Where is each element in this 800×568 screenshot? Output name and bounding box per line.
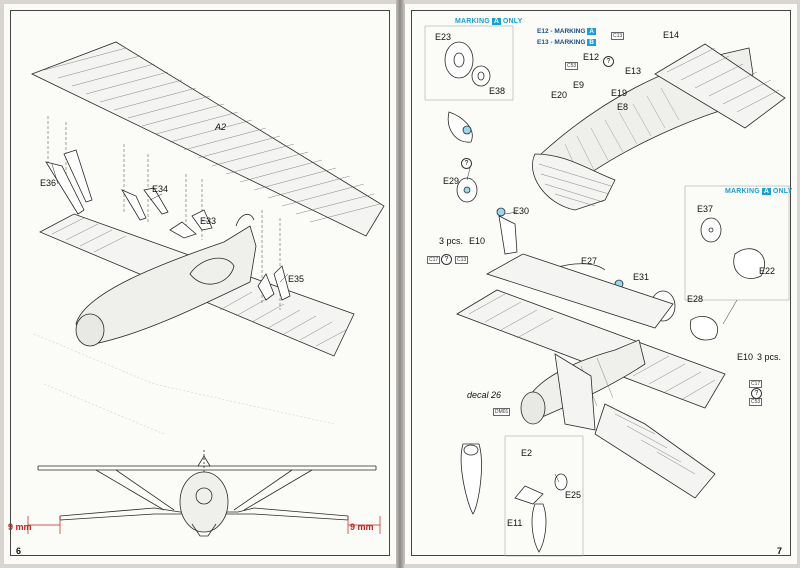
- label-e28: E28: [687, 294, 704, 304]
- question-mark-icon: ?: [461, 158, 472, 169]
- label-e9: E9: [573, 80, 585, 90]
- label-e36: E36: [40, 178, 57, 188]
- page-number: 7: [777, 546, 783, 556]
- label-e23: E23: [435, 32, 452, 42]
- question-mark-icon: ?: [441, 254, 452, 265]
- label-e19: E19: [611, 88, 628, 98]
- label-e10-left: E10: [469, 236, 486, 246]
- label-e29: E29: [443, 176, 460, 186]
- question-mark-icon: ?: [603, 56, 614, 67]
- ref-tag: DM01: [493, 408, 511, 416]
- ref-tag: C53: [749, 398, 763, 406]
- label-e10-right: E10: [737, 352, 754, 362]
- label-3pcs-left: 3 pcs.: [439, 236, 464, 246]
- ref-tag: C17: [749, 380, 763, 388]
- label-e31: E31: [633, 272, 650, 282]
- label-e22: E22: [759, 266, 776, 276]
- right-assembly-drawing: [424, 25, 790, 557]
- label-e2: E2: [521, 448, 533, 458]
- label-e12: E12: [583, 52, 600, 62]
- dimension-right: 9 mm: [350, 522, 374, 532]
- label-3pcs-right: 3 pcs.: [757, 352, 782, 362]
- label-e20: E20: [551, 90, 568, 100]
- dimension-left: 9 mm: [8, 522, 32, 532]
- ref-tag: C13: [611, 32, 625, 40]
- label-e13: E13: [625, 66, 642, 76]
- label-e30: E30: [513, 206, 530, 216]
- marking-list-item-e13: E13 - MARKING B: [537, 39, 596, 46]
- left-assembly-drawing: [27, 41, 385, 537]
- ref-tag: C53: [565, 62, 579, 70]
- label-e8: E8: [617, 102, 629, 112]
- left-page: A2 E36 E34 E33 E35 9 mm 9 mm 6: [4, 4, 397, 564]
- binding-gutter: [396, 0, 404, 568]
- label-e33: E33: [200, 216, 217, 226]
- ref-tag: C13: [455, 256, 469, 264]
- label-decal-26: decal 26: [467, 390, 502, 400]
- page-frame: [411, 10, 791, 556]
- question-mark-icon: ?: [751, 388, 762, 399]
- marking-a-only-badge: MARKING A ONLY: [455, 18, 523, 25]
- label-e37: E37: [697, 204, 714, 214]
- marking-list-item-e12: E12 - MARKING A: [537, 28, 596, 35]
- label-e35: E35: [288, 274, 305, 284]
- label-e25: E25: [565, 490, 582, 500]
- page-number: 6: [16, 546, 22, 556]
- page-frame: [10, 10, 390, 556]
- label-e11: E11: [507, 518, 523, 528]
- marking-a-only-badge-right: MARKING A ONLY: [725, 188, 793, 195]
- label-e34: E34: [152, 184, 169, 194]
- label-e27: E27: [581, 256, 598, 266]
- ref-tag: C17: [427, 256, 441, 264]
- label-a2: A2: [215, 122, 227, 132]
- right-page: MARKING A ONLY MARKING A ONLY E12 - MARK…: [404, 4, 797, 564]
- label-e38: E38: [489, 86, 506, 96]
- label-e14: E14: [663, 30, 680, 40]
